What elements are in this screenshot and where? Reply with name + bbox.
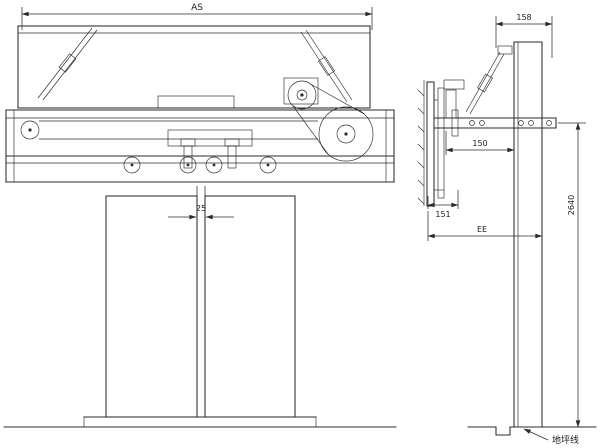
dim-overall-depth: EE: [427, 211, 543, 241]
dim-overall-width-label: AS: [191, 3, 203, 13]
belt-run: [39, 120, 318, 140]
support-brace-left: [37, 27, 98, 101]
turnbuckle-side: [477, 73, 493, 93]
side-brace: [465, 45, 513, 115]
dim-install-height: 2640: [546, 122, 586, 428]
ground-line-leader: [523, 428, 549, 441]
dim-door-gap: 25: [168, 186, 234, 224]
track-beam: [5, 109, 395, 183]
ground-line-callout: 地坪线: [523, 428, 579, 446]
dim-bracket-top-label: 158: [516, 13, 531, 22]
operator-header-box: [17, 25, 371, 109]
dim-door-gap-label: 25: [196, 204, 206, 213]
hanger-roller: [205, 156, 223, 174]
dim-operator-depth-label: 151: [435, 210, 450, 219]
operator-side-profile: [426, 79, 465, 207]
door-hanger-assembly: [123, 129, 277, 174]
door-panel-left: [105, 195, 198, 418]
ground-line-label: 地坪线: [552, 434, 579, 446]
drive-belt: [292, 105, 329, 155]
arm-bolt: [528, 120, 534, 126]
support-brace-right: [300, 29, 353, 103]
wall-hatching: [417, 80, 425, 206]
side-view: 158 150 151 EE 2640: [417, 13, 597, 446]
dim-operator-to-column: 150: [445, 131, 515, 155]
front-view: AS: [3, 3, 397, 428]
turnbuckle-right: [318, 56, 335, 76]
hanger-roller: [179, 156, 197, 174]
motor-body: [283, 77, 319, 105]
ground-line-side: [467, 426, 597, 436]
sill-recess: [467, 426, 597, 436]
hanger-roller: [259, 156, 277, 174]
idler-pulley: [20, 120, 40, 140]
dim-bracket-top: 158: [495, 13, 553, 58]
mounting-arm: [433, 109, 557, 137]
arm-bolt: [469, 120, 475, 126]
door-sill: [83, 416, 317, 427]
brace-anchor-plate: [497, 45, 513, 55]
drive-sheave: [318, 106, 374, 162]
wall-column: [513, 41, 543, 428]
dim-operator-to-column-label: 150: [472, 139, 487, 148]
arm-bolt: [546, 120, 552, 126]
motor-pulley: [287, 80, 317, 110]
arm-bolt: [479, 120, 485, 126]
arm-bolt: [518, 120, 524, 126]
dim-overall-depth-label: EE: [477, 225, 487, 234]
hanger-roller: [123, 156, 141, 174]
door-panel-right: [204, 195, 296, 418]
turnbuckle-left: [58, 53, 77, 73]
dim-operator-depth: 151: [427, 190, 459, 219]
drive-unit: [283, 77, 374, 162]
dim-install-height-label: 2640: [567, 195, 576, 215]
